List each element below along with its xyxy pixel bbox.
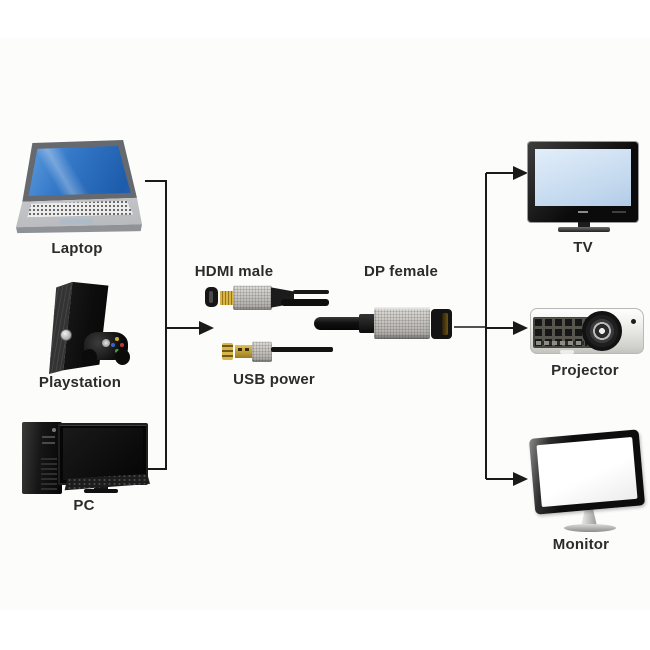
adapter-input-arrowhead [199,321,214,335]
monitor-label: Monitor [552,536,610,553]
projector-sensor [631,319,636,324]
adapter-cable [314,317,361,330]
gamepad-button-red [119,343,124,348]
monitor-stand-neck [581,507,597,526]
projector-foot [560,350,574,354]
laptop-keyboard [27,200,134,218]
pc-icon [18,416,150,500]
pc-vents [41,458,57,490]
monitor-stand-base [564,524,616,532]
usb-plug-icon [235,345,253,358]
usb-power-label: USB power [233,371,315,388]
console-power-button [59,328,72,341]
monitor-screen [536,436,638,508]
projector-icon [530,308,644,354]
hdmi-plug-icon [220,291,233,305]
tv-stand-neck [578,222,590,227]
gamepad-button-green [115,348,120,353]
hdmi-male-label: HDMI male [194,263,274,280]
tv-arrowhead [513,166,528,180]
gamepad-button-yellow [115,337,120,342]
tv-label: TV [573,239,593,256]
monitor-frame [528,429,646,515]
monitor-arrowhead [513,472,528,486]
tv-logo [578,211,588,213]
tv-screen [535,149,631,206]
projector-label: Projector [551,362,619,379]
usb-connector-face-icon [222,343,233,360]
tv-control-strip [612,211,626,213]
projector-arrowhead [513,321,528,335]
pc-label: PC [73,497,95,514]
hdmi-connector-face-icon [205,287,218,307]
monitor-icon [526,428,650,536]
laptop-front-edge [16,224,142,234]
laptop-screen [28,145,131,196]
dp-female-label: DP female [363,263,439,280]
usb-cable [271,347,333,352]
source-bracket-line [140,180,167,470]
gamepad-button-blue [111,343,116,348]
playstation-icon [40,280,130,374]
pc-monitor-screen [63,428,143,480]
laptop-touchpad [58,218,95,225]
projector-port-strip [536,341,584,345]
gamepad-icon [82,332,130,365]
pc-drive-slot [42,436,55,438]
dp-adapter-body [374,307,430,339]
adapter-cable-boot [359,314,375,333]
gamepad-guide-button [101,339,110,348]
laptop-label: Laptop [51,240,103,257]
pc-power-button [52,428,56,432]
projector-lens [582,311,622,351]
hdmi-cable [293,290,329,294]
pc-drive-slot [42,442,55,444]
usb-connector-body [252,341,272,362]
laptop-icon [16,140,142,238]
pc-tower [22,422,62,494]
tv-stand-base [558,227,610,232]
playstation-label: Playstation [38,374,122,391]
hdmi-cable [281,299,329,306]
hdmi-connector-body [233,285,272,310]
pc-monitor [58,423,148,485]
dp-female-port-icon [431,309,452,339]
tv-icon [528,140,640,234]
pc-monitor-base [84,489,118,493]
